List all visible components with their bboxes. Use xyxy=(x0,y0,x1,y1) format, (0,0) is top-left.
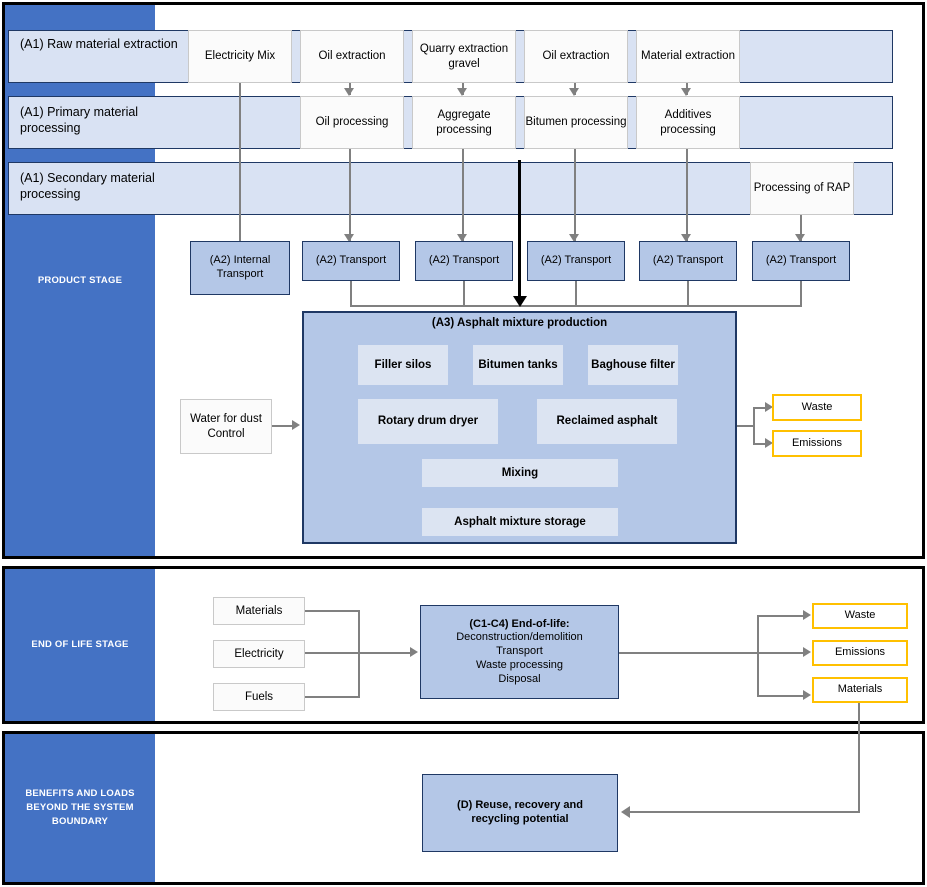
production-output-branch-emissions xyxy=(753,443,767,446)
stage-banner-product: PRODUCT STAGE xyxy=(5,5,155,556)
c1-c4-line-4: Disposal xyxy=(498,672,541,685)
a3-title: (A3) Asphalt mixture production xyxy=(431,317,608,329)
eol-input-line-materials xyxy=(305,610,360,613)
c1-c4-line-3: Waste processing xyxy=(475,658,564,671)
flow-arrow-quarry-to-aggregate xyxy=(457,88,467,96)
box-a2-transport-4[interactable]: (A2) Transport xyxy=(639,241,737,281)
production-output-riser xyxy=(753,407,756,445)
box-eol-waste-output[interactable]: Waste xyxy=(812,603,908,629)
box-a2-transport-3[interactable]: (A2) Transport xyxy=(527,241,625,281)
eol-input-arrow xyxy=(410,647,418,657)
box-eol-electricity-input[interactable]: Electricity xyxy=(213,640,305,668)
box-reclaimed-asphalt[interactable]: Reclaimed asphalt xyxy=(537,399,677,444)
eol-input-line-electricity xyxy=(305,652,412,655)
box-production-waste[interactable]: Waste xyxy=(772,394,862,421)
flow-arrow-bitumen-down xyxy=(569,234,579,242)
eol-output-arrow-emissions xyxy=(803,647,811,657)
box-oil-extraction-1[interactable]: Oil extraction xyxy=(300,30,404,83)
eol-input-line-fuels xyxy=(305,696,360,699)
eol-output-arrow-waste xyxy=(803,610,811,620)
flow-line-rap-down xyxy=(800,215,803,241)
eol-output-branch-materials xyxy=(757,695,805,698)
box-oil-extraction-2[interactable]: Oil extraction xyxy=(524,30,628,83)
box-material-extraction[interactable]: Material extraction xyxy=(636,30,740,83)
flow-arrow-rap-down xyxy=(795,234,805,242)
stage-banner-benefits: BENEFITS AND LOADS BEYOND THE SYSTEM BOU… xyxy=(5,734,155,882)
flow-line-additives-down xyxy=(686,149,689,241)
flow-line-aggregate-down xyxy=(462,149,465,241)
band-raw-material-extraction-label: (A1) Raw material extraction xyxy=(20,37,178,51)
eol-output-arrow-materials xyxy=(803,690,811,700)
main-feed-arrow xyxy=(513,296,527,307)
box-processing-of-rap[interactable]: Processing of RAP xyxy=(750,162,854,215)
bus-drop-t4 xyxy=(687,281,690,307)
bus-drop-t5 xyxy=(800,281,803,307)
box-eol-emissions-output[interactable]: Emissions xyxy=(812,640,908,666)
collector-bus xyxy=(350,305,802,308)
box-oil-processing[interactable]: Oil processing xyxy=(300,96,404,149)
box-quarry-extraction-gravel[interactable]: Quarry extraction gravel xyxy=(412,30,516,83)
water-connector-line xyxy=(272,425,294,428)
production-output-branch-waste xyxy=(753,407,767,410)
flow-arrow-oilproc-down xyxy=(344,234,354,242)
stage-banner-end-of-life-label: END OF LIFE STAGE xyxy=(31,639,129,651)
flow-arrow-oil-1-to-oilproc xyxy=(344,88,354,96)
box-rotary-drum-dryer[interactable]: Rotary drum dryer xyxy=(358,399,498,444)
box-baghouse-filter[interactable]: Baghouse filter xyxy=(588,345,678,385)
flow-line-electricity xyxy=(239,83,242,258)
box-eol-materials-input[interactable]: Materials xyxy=(213,597,305,625)
water-connector-arrow xyxy=(292,420,300,430)
production-output-stub xyxy=(737,425,755,428)
bus-drop-t2 xyxy=(463,281,466,307)
stage-banner-end-of-life: END OF LIFE STAGE xyxy=(5,569,155,721)
box-bitumen-tanks[interactable]: Bitumen tanks xyxy=(473,345,563,385)
flow-arrow-material-to-additives xyxy=(681,88,691,96)
box-bitumen-processing[interactable]: Bitumen processing xyxy=(524,96,628,149)
box-eol-materials-output[interactable]: Materials xyxy=(812,677,908,703)
eol-output-riser xyxy=(757,615,760,697)
box-aggregate-processing[interactable]: Aggregate processing xyxy=(412,96,516,149)
box-additives-processing[interactable]: Additives processing xyxy=(636,96,740,149)
c1-c4-line-2: Transport xyxy=(496,645,543,658)
benefits-feed-arrow xyxy=(621,806,630,818)
flow-line-oilproc-down xyxy=(349,149,352,241)
box-a2-transport-2[interactable]: (A2) Transport xyxy=(415,241,513,281)
box-c1-c4-end-of-life[interactable]: (C1-C4) End-of-life: Deconstruction/demo… xyxy=(420,605,619,699)
box-eol-fuels-input[interactable]: Fuels xyxy=(213,683,305,711)
bus-drop-t1 xyxy=(350,281,353,307)
flow-line-bitumen-down xyxy=(574,149,577,241)
box-filler-silos[interactable]: Filler silos xyxy=(358,345,448,385)
bus-drop-t3 xyxy=(575,281,578,307)
box-water-for-dust-control[interactable]: Water for dust Control xyxy=(180,399,272,454)
band-secondary-material-processing xyxy=(8,162,893,215)
flow-arrow-additives-down xyxy=(681,234,691,242)
stage-banner-benefits-label: BENEFITS AND LOADS BEYOND THE SYSTEM BOU… xyxy=(25,787,135,828)
benefits-feed-horizontal xyxy=(630,811,860,814)
c1-c4-title: (C1-C4) End-of-life: xyxy=(469,617,570,630)
box-electricity-mix[interactable]: Electricity Mix xyxy=(188,30,292,83)
flow-arrow-oil-2-to-bitumen xyxy=(569,88,579,96)
production-output-arrow-emissions xyxy=(765,438,773,448)
production-output-arrow-waste xyxy=(765,402,773,412)
box-mixing[interactable]: Mixing xyxy=(422,459,618,487)
box-module-d-reuse-recovery-recycling[interactable]: (D) Reuse, recovery and recycling potent… xyxy=(422,774,618,852)
box-a2-transport-5[interactable]: (A2) Transport xyxy=(752,241,850,281)
c1-c4-line-1: Deconstruction/demolition xyxy=(456,631,583,644)
box-a2-internal-transport[interactable]: (A2) Internal Transport xyxy=(190,241,290,295)
benefits-feed-line xyxy=(858,703,861,813)
box-a2-transport-1[interactable]: (A2) Transport xyxy=(302,241,400,281)
eol-output-main-line xyxy=(619,652,805,655)
stage-banner-product-label: PRODUCT STAGE xyxy=(37,274,123,286)
band-primary-material-processing-label: (A1) Primary material processing xyxy=(20,105,139,135)
box-asphalt-mixture-storage[interactable]: Asphalt mixture storage xyxy=(422,508,618,536)
box-production-emissions[interactable]: Emissions xyxy=(772,430,862,457)
flow-arrow-aggregate-down xyxy=(457,234,467,242)
band-secondary-material-processing-label: (A1) Secondary material processing xyxy=(20,171,155,201)
eol-output-branch-waste xyxy=(757,615,805,618)
main-feed-line xyxy=(518,160,521,300)
